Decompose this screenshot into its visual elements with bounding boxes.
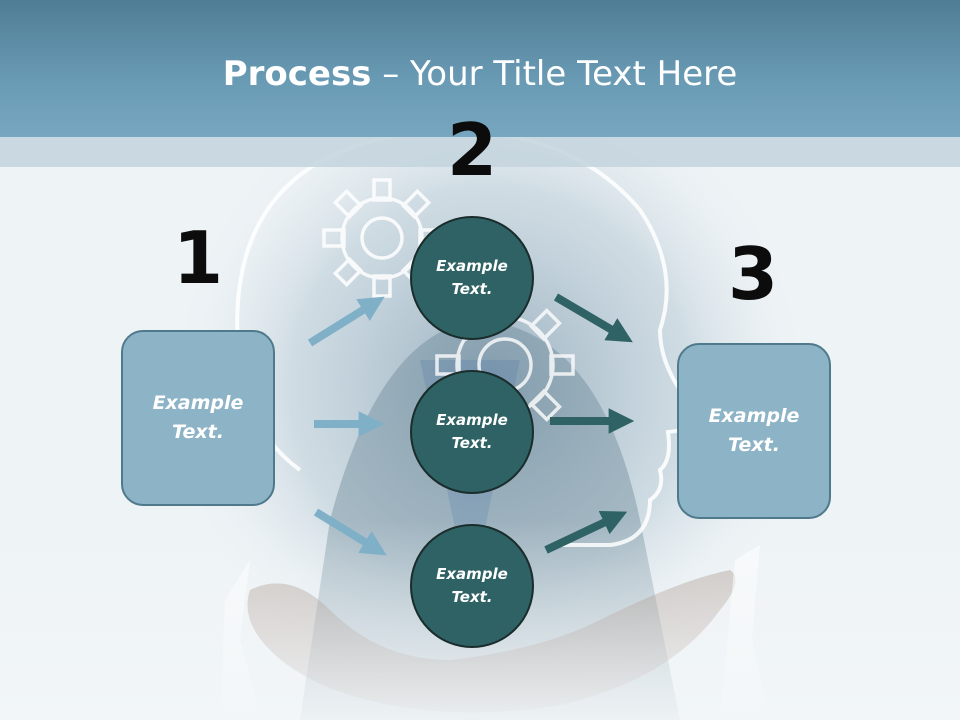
gear-icon xyxy=(322,178,442,298)
circle-middle[interactable]: Example Text. xyxy=(410,370,534,494)
title-rest: – Your Title Text Here xyxy=(371,54,738,94)
step-number-1: 1 xyxy=(172,216,224,300)
step-number-2: 2 xyxy=(446,108,498,192)
left-box[interactable]: Example Text. xyxy=(121,330,275,506)
right-box-label: Example Text. xyxy=(708,405,800,456)
right-box[interactable]: Example Text. xyxy=(677,343,831,519)
circle-bottom[interactable]: Example Text. xyxy=(410,524,534,648)
circle-middle-label: Example Text. xyxy=(436,411,508,452)
circle-top-label: Example Text. xyxy=(436,257,508,298)
circle-bottom-label: Example Text. xyxy=(436,565,508,606)
title-strip xyxy=(0,137,960,167)
title-bar xyxy=(0,0,960,137)
step-number-3: 3 xyxy=(727,232,779,316)
head-outline xyxy=(235,129,703,547)
title-bold: Process xyxy=(222,54,372,94)
circle-top[interactable]: Example Text. xyxy=(410,216,534,340)
left-box-label: Example Text. xyxy=(152,392,244,443)
slide-title: Process – Your Title Text Here xyxy=(0,52,960,96)
